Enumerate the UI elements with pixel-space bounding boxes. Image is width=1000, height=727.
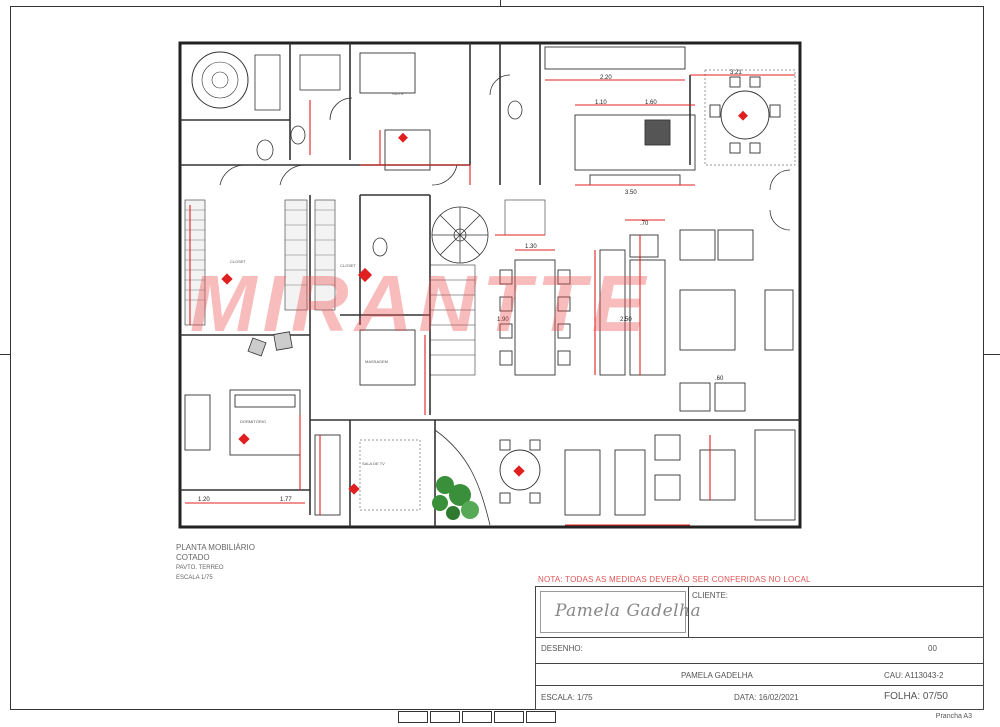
sheet-tick-right xyxy=(984,354,1000,355)
room-label-closet: CLOSET xyxy=(230,259,247,264)
client-label: CLIENTE: xyxy=(692,591,729,600)
lounge-chairs xyxy=(247,331,293,357)
dim-text-4: 1.60 xyxy=(645,100,657,106)
sheet-border xyxy=(10,6,984,710)
footer-tab xyxy=(494,711,524,723)
tv-room xyxy=(314,434,421,516)
dim-text-7: 1.90 xyxy=(497,317,509,323)
dim-text-9: .60 xyxy=(715,376,724,382)
dining-top-right xyxy=(704,69,796,166)
suite-bed xyxy=(359,52,431,171)
logo-box: Pamela Gadelha xyxy=(540,591,701,633)
dim-text-8: 2.50 xyxy=(620,317,632,323)
dimension-lines xyxy=(185,74,795,526)
garden xyxy=(432,476,479,520)
tb-hline-1 xyxy=(536,637,983,638)
footer-tabs xyxy=(398,711,556,725)
tb-hline-2 xyxy=(536,663,983,664)
watermark: MIRANTTE xyxy=(190,259,652,348)
logo-signature: Pamela Gadelha xyxy=(555,601,702,621)
room-label-sala-tv: SALA DE TV xyxy=(362,461,385,466)
bath-fixtures xyxy=(254,54,523,257)
tb-hline-3 xyxy=(536,685,983,686)
footer-tab xyxy=(430,711,460,723)
sheet-label: FOLHA: xyxy=(884,691,921,702)
sheet-tick-top xyxy=(500,0,501,6)
sheet-number: FOLHA: 07/50 xyxy=(884,691,948,702)
room-label-closet-2: CLOSET xyxy=(340,263,357,268)
floor-plan: 2.20 3.21 1.10 1.60 3.50 1.30 1.90 2.50 … xyxy=(178,41,802,529)
living-sofas xyxy=(599,229,794,412)
tb-vline-1 xyxy=(688,587,689,637)
drawing-value: 00 xyxy=(928,644,937,653)
dim-text-2: 3.21 xyxy=(730,70,742,76)
footer-tab xyxy=(526,711,556,723)
caption-subtitle: COTADO xyxy=(176,553,210,562)
caption-title: PLANTA MOBILIÁRIO xyxy=(176,543,255,552)
room-label-dormitorio: DORMITÓRIO xyxy=(240,419,266,424)
scale-value: ESCALA: 1/75 xyxy=(541,693,593,702)
plan-walls xyxy=(178,41,802,529)
dim-text-11: 1.20 xyxy=(198,497,210,503)
author-name: PAMELA GADELHA xyxy=(681,671,753,680)
kitchen xyxy=(544,46,696,186)
terrace xyxy=(499,429,796,521)
dim-text-12: 1.77 xyxy=(280,497,292,503)
footer-tab xyxy=(398,711,428,723)
round-tub xyxy=(191,51,249,109)
dim-text-1: 2.20 xyxy=(600,75,612,81)
room-label-massagem: MASSAGEM xyxy=(365,359,388,364)
drawing-label: DESENHO: xyxy=(541,644,583,653)
caption-floor: PAVTO. TERREO xyxy=(176,565,224,571)
dim-text-6: 1.30 xyxy=(525,244,537,250)
drawing-caption: PLANTA MOBILIÁRIO COTADO PAVTO. TERREO E… xyxy=(176,543,255,583)
date-value: DATA: 16/02/2021 xyxy=(734,693,799,702)
sheet-value: 07/50 xyxy=(922,691,948,702)
dim-text-5: 3.50 xyxy=(625,190,637,196)
cau-number: CAU: A113043-2 xyxy=(884,671,944,680)
measurement-note: NOTA: TODAS AS MEDIDAS DEVERÃO SER CONFE… xyxy=(538,575,811,584)
spiral-stair xyxy=(431,206,489,264)
title-block: Pamela Gadelha CLIENTE: DESENHO: 00 PAME… xyxy=(535,586,984,710)
sheet-format: Prancha A3 xyxy=(935,713,972,720)
dining-table xyxy=(499,259,571,376)
caption-scale: ESCALA 1/75 xyxy=(176,575,213,581)
room-label-suite: SUITE xyxy=(392,91,404,96)
sheet-tick-left xyxy=(0,354,10,355)
dim-text-3: 1.10 xyxy=(595,100,607,106)
footer-tab xyxy=(462,711,492,723)
dim-text-10: .70 xyxy=(640,221,649,227)
plan-doors xyxy=(219,74,791,231)
